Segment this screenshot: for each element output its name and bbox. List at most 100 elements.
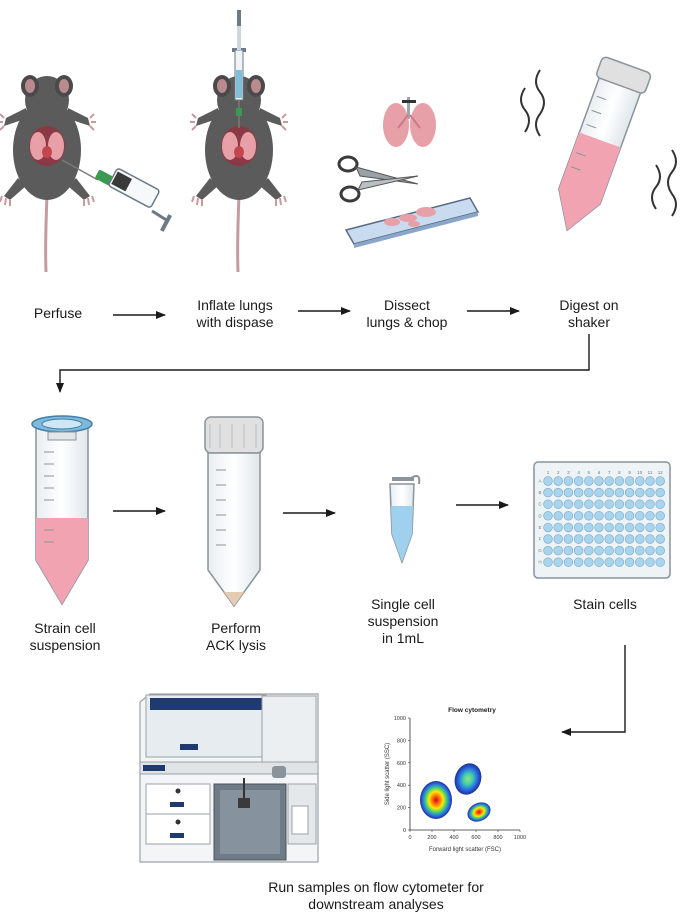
- plate-well: [655, 522, 665, 533]
- plate-well: [543, 522, 553, 533]
- plate-well: [543, 476, 553, 486]
- plate-well: [553, 534, 563, 544]
- plate-well: [573, 522, 584, 533]
- step-label-ack: Perform ACK lysis: [206, 620, 266, 653]
- plate-wells: [543, 476, 665, 567]
- arrow-digest-to-strain: [56, 334, 590, 393]
- plate-column-label: 11: [648, 470, 653, 475]
- plate-column-label: 12: [658, 470, 664, 475]
- mouse-inflate-illustration: [188, 10, 290, 274]
- plate-well: [563, 522, 574, 533]
- plate-well: [553, 476, 563, 486]
- step-label-inflate: Inflate lungs with dispase: [196, 297, 274, 330]
- plate-well: [604, 476, 614, 486]
- population-debris: [467, 802, 491, 822]
- plate-well: [594, 487, 604, 498]
- plate-well: [604, 511, 614, 521]
- x-tick-label: 200: [427, 835, 436, 841]
- plate-well: [614, 476, 625, 486]
- y-tick-label: 0: [403, 828, 406, 834]
- plate-well: [563, 557, 574, 567]
- step-label-strain: Strain cell suspension: [29, 620, 101, 653]
- plate-well: [614, 499, 625, 509]
- plate-well: [655, 545, 665, 556]
- plate-well: [624, 557, 635, 567]
- plate-well: [635, 499, 645, 509]
- plate-column-label: 2: [557, 470, 560, 475]
- step-label-run: Run samples on flow cytometer for downst…: [268, 879, 484, 912]
- plate-well: [614, 522, 625, 533]
- plate-well: [573, 499, 584, 509]
- plate-well: [655, 557, 665, 567]
- plate-well: [563, 499, 574, 509]
- microcentrifuge-tube-illustration: [389, 475, 421, 565]
- plate-well: [543, 557, 553, 567]
- flow-cytometer-illustration: [139, 693, 319, 863]
- plate-row-label: A: [538, 479, 541, 484]
- arrow-stain-to-flow: [561, 645, 626, 736]
- plate-well: [614, 487, 625, 498]
- y-tick-label: 400: [397, 783, 406, 789]
- syringe-icon: [61, 159, 172, 232]
- x-tick-label: 600: [471, 835, 480, 841]
- plate-column-label: 7: [608, 470, 611, 475]
- plate-column-label: 9: [628, 470, 631, 475]
- plate-well: [563, 476, 574, 486]
- plate-well: [645, 557, 655, 567]
- step-label-stain: Stain cells: [573, 596, 637, 612]
- plate-well: [573, 511, 584, 521]
- plate-well: [645, 534, 655, 544]
- plate-well: [645, 522, 655, 533]
- step-label-digest: Digest on shaker: [559, 297, 619, 330]
- plate-well: [655, 476, 665, 486]
- plate-well: [553, 545, 563, 556]
- plate-well: [645, 511, 655, 521]
- plate-well: [573, 487, 584, 498]
- plate-well: [635, 511, 645, 521]
- plate-column-label: 5: [588, 470, 591, 475]
- plate-well: [655, 487, 665, 498]
- plate-well: [655, 499, 665, 509]
- plate-well: [584, 534, 594, 544]
- plate-row-label: F: [539, 537, 542, 542]
- plate-well: [553, 511, 563, 521]
- plate-well: [573, 557, 584, 567]
- plate-well: [553, 499, 563, 509]
- plate-well: [655, 534, 665, 544]
- plate-well: [584, 522, 594, 533]
- mouse-perfuse-illustration: [0, 73, 172, 274]
- syringe-icon: [232, 10, 246, 128]
- population-lymphocytes: [420, 781, 452, 819]
- x-tick-label: 1000: [514, 835, 526, 841]
- plate-well: [594, 534, 604, 544]
- plate-well: [635, 534, 645, 544]
- plate-well: [614, 557, 625, 567]
- plate-column-label: 1: [547, 470, 550, 475]
- plate-well: [645, 476, 655, 486]
- x-tick-label: 400: [449, 835, 458, 841]
- plate-well: [543, 545, 553, 556]
- ack-tube-illustration: [204, 416, 264, 608]
- plate-well: [614, 511, 625, 521]
- plate-well: [624, 534, 635, 544]
- plate-well: [645, 499, 655, 509]
- plate-well: [624, 499, 635, 509]
- plate-well: [563, 534, 574, 544]
- plate-well: [604, 557, 614, 567]
- plate-well: [594, 557, 604, 567]
- plate-row-label: E: [538, 525, 541, 530]
- plate-well: [553, 557, 563, 567]
- x-tick-label: 0: [408, 835, 411, 841]
- plate-well: [614, 545, 625, 556]
- plot-x-label: Forward light scatter (FSC): [429, 847, 501, 853]
- plate-row-label: D: [538, 513, 542, 518]
- plate-well: [624, 487, 635, 498]
- scissors-icon: [337, 155, 419, 203]
- plate-well: [645, 487, 655, 498]
- plate-well: [563, 487, 574, 498]
- plate-well: [563, 511, 574, 521]
